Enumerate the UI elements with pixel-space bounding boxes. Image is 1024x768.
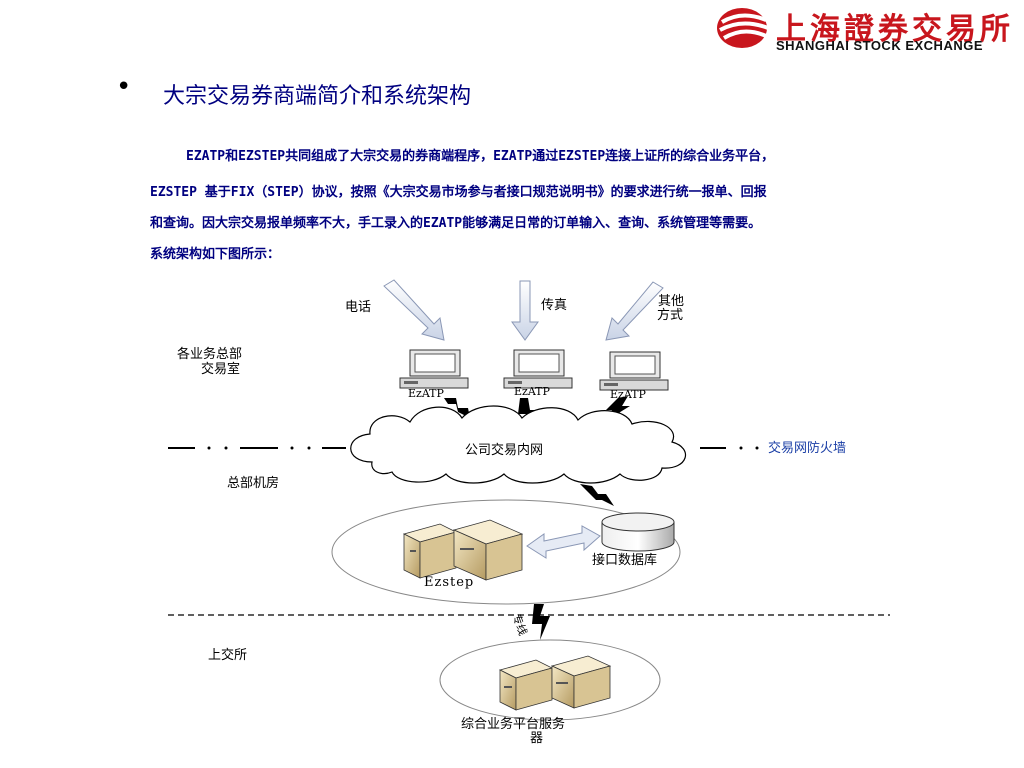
zone-sse-label: 上交所 [208, 647, 247, 663]
terminal-label-1: EzATP [408, 387, 445, 400]
terminal-computer-1: EzATP [399, 349, 469, 400]
ezstep-label: Ezstep [424, 575, 474, 590]
ezstep-server-icon [402, 519, 524, 581]
terminal-label-3: EzATP [610, 388, 647, 401]
terminal-label-2: EzATP [514, 385, 551, 398]
input-phone-label: 电话 [345, 300, 371, 315]
terminal-computer-2: EzATP [503, 349, 573, 398]
firewall-line [168, 446, 759, 450]
bidirectional-arrow-icon [526, 525, 601, 559]
lightning-link-4-icon [580, 484, 614, 506]
logo-chinese-name: 上海證券交易所 [776, 12, 1014, 47]
database-label: 接口数据库 [592, 552, 657, 568]
platform-label-2: 器 [530, 731, 543, 746]
input-other-label-2: 方式 [657, 307, 683, 323]
platform-label-1: 综合业务平台服务 [461, 716, 565, 732]
terminal-computer-3: EzATP [599, 351, 669, 401]
dedicated-line-label: 专线 [510, 612, 531, 637]
paragraph-line-2: EZSTEP 基于FIX（STEP）协议，按照《大宗交易市场参与者接口规范说明书… [150, 185, 767, 200]
zone-hq-label: 总部机房 [227, 475, 279, 491]
slide-title: 大宗交易券商端简介和系统架构 [163, 84, 472, 109]
input-fax-label: 传真 [541, 298, 567, 313]
input-other-label-1: 其他 [658, 294, 684, 309]
interface-database-icon [601, 512, 675, 552]
paragraph-line-3: 和查询。因大宗交易报单频率不大，手工录入的EZATP能够满足日常的订单输入、查询… [150, 216, 762, 231]
logo-english-name: SHANGHAI STOCK EXCHANGE [776, 38, 984, 53]
firewall-label: 交易网防火墙 [768, 440, 846, 456]
sse-logo-icon [717, 8, 769, 48]
bullet-dot: • [116, 72, 132, 102]
platform-server-icon [498, 655, 612, 711]
lightning-link-1-icon [444, 398, 470, 418]
paragraph-line-4: 系统架构如下图所示： [150, 247, 281, 262]
zone-branch-label-2: 交易室 [201, 361, 240, 377]
arrow-fax-icon [511, 280, 539, 341]
zone-branch-label-1: 各业务总部 [177, 346, 242, 362]
lightning-link-5-icon [532, 604, 550, 640]
paragraph-line-1: EZATP和EZSTEP共同组成了大宗交易的券商端程序，EZATP通过EZSTE… [186, 149, 775, 164]
arrow-other-icon [605, 281, 664, 341]
arrow-phone-icon [383, 279, 445, 341]
intranet-label: 公司交易内网 [465, 442, 543, 458]
lightning-link-2-icon [518, 398, 538, 426]
intranet-cloud-icon [350, 405, 687, 484]
